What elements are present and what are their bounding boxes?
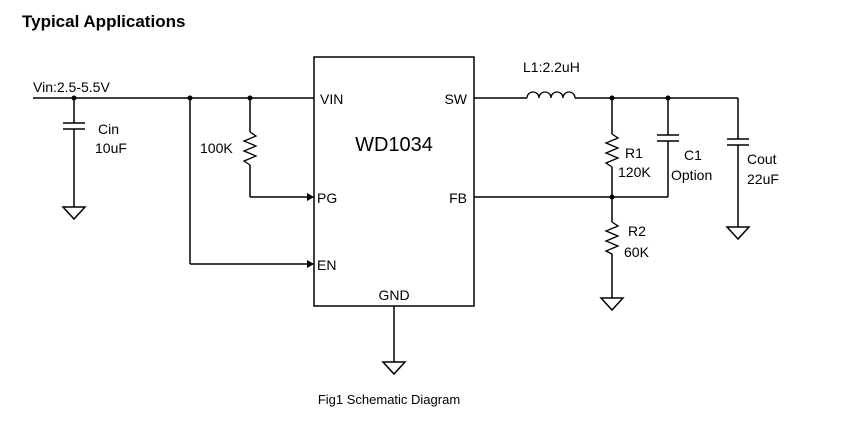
pin-sw-label: SW [444,91,467,107]
c1-capacitor [657,98,679,197]
c1-value: Option [671,167,712,183]
ic-name: WD1034 [355,134,433,156]
r2-resistor [599,221,625,312]
pin-gnd-label: GND [378,287,409,303]
r1-resistor [604,98,620,222]
figure-caption: Fig1 Schematic Diagram [318,392,460,407]
pullup-value: 100K [200,140,233,156]
pin-pg-label: PG [317,190,337,206]
r2-value: 60K [624,244,650,260]
cout-capacitor [725,98,751,241]
cout-value: 22uF [747,171,779,187]
vout-rail [575,95,738,101]
en-wire [189,98,314,268]
fb-net [474,194,668,200]
cout-name: Cout [747,151,777,167]
pullup-resistor [242,98,314,201]
section-title: Typical Applications [22,12,185,31]
r1-value: 120K [618,164,651,180]
cin-value: 10uF [95,140,127,156]
l1-inductor [474,91,576,99]
vin-label: Vin:2.5-5.5V [33,79,110,95]
ic-ground-wire [381,306,407,376]
cin-capacitor [63,98,85,207]
l1-label: L1:2.2uH [523,59,580,75]
r1-name: R1 [625,145,643,161]
pin-en-label: EN [317,257,336,273]
c1-name: C1 [684,147,702,163]
vin-rail [33,95,314,101]
cin-ground-symbol [61,206,87,221]
pin-fb-label: FB [449,190,467,206]
pin-vin-label: VIN [320,91,343,107]
cin-name: Cin [98,121,119,137]
r2-name: R2 [628,223,646,239]
